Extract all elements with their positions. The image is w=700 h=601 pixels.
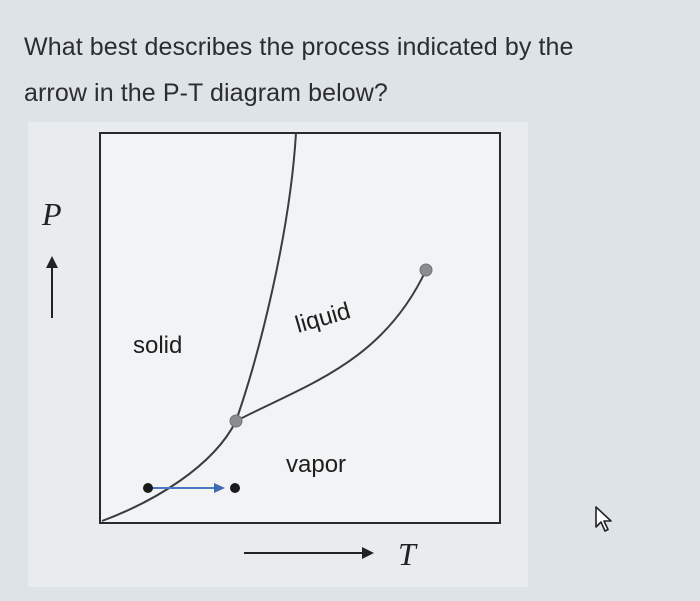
p-axis-arrowhead (46, 256, 58, 268)
region-label-solid: solid (133, 332, 182, 359)
axis-label-p: P (41, 196, 62, 232)
phase-diagram-svg: solid liquid vapor P T (41, 132, 501, 572)
triple-point (229, 414, 243, 428)
sublimation-curve (101, 420, 237, 522)
vaporization-curve (235, 269, 427, 422)
question-line-1: What best describes the process indicate… (24, 33, 574, 61)
process-arrowhead (214, 483, 225, 493)
question-line-2: arrow in the P-T diagram below? (24, 79, 388, 107)
process-start-point (143, 483, 153, 493)
process-end-point (230, 483, 240, 493)
critical-point (419, 263, 433, 277)
melting-curve (235, 132, 297, 422)
pt-phase-diagram: solid liquid vapor P T (28, 122, 528, 587)
question-text: What best describes the process indicate… (24, 24, 696, 116)
plot-frame (99, 132, 501, 524)
t-axis-arrowhead (362, 547, 374, 559)
region-label-vapor: vapor (286, 451, 346, 478)
axis-label-t: T (398, 536, 418, 572)
mouse-pointer-icon (593, 505, 619, 533)
